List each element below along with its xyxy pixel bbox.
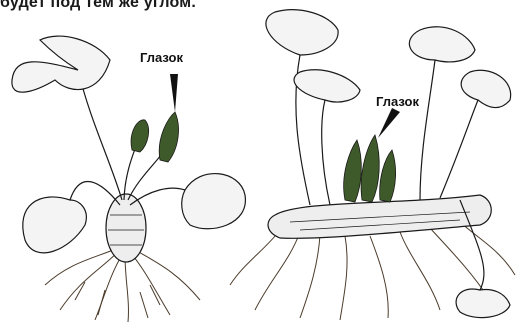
right-far-right-leaf <box>461 70 510 107</box>
left-callout-arrow <box>170 74 178 112</box>
left-top-leaf <box>12 36 110 92</box>
left-bottom-leaf <box>23 197 87 253</box>
right-top-right-leaf <box>409 27 475 62</box>
right-buds <box>344 135 396 202</box>
left-right-leaf <box>182 174 246 229</box>
left-rhizome <box>106 194 146 262</box>
right-top-left-leaf <box>266 10 338 55</box>
left-buds <box>131 112 178 162</box>
right-mid-left-leaf <box>294 70 360 102</box>
right-rhizome <box>268 195 491 238</box>
right-bottom-leaf <box>456 289 510 318</box>
right-callout-arrow <box>378 108 400 138</box>
left-plant <box>12 36 246 322</box>
